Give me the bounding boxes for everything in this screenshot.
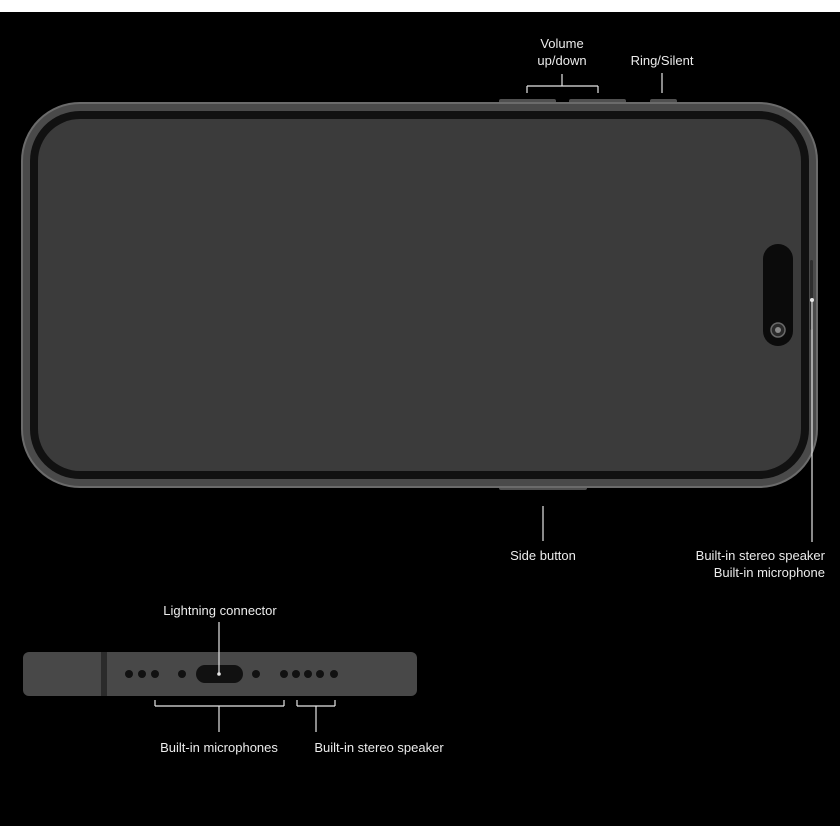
volume-label-line2: up/down	[537, 53, 587, 68]
lightning-connector-label: Lightning connector	[163, 603, 277, 618]
speaker-holes	[280, 670, 338, 678]
side-button-label: Side button	[510, 548, 576, 563]
ring-silent-label: Ring/Silent	[630, 53, 694, 68]
volume-label: Volume up/down	[512, 35, 612, 69]
camera-lens	[775, 327, 781, 333]
antenna-band	[101, 652, 107, 696]
stereo-speaker-label: Built-in stereo speaker	[314, 740, 444, 755]
speaker-callout-dot	[810, 298, 814, 302]
microphones-label: Built-in microphones	[160, 740, 278, 755]
speaker-label-line2: Built-in microphone	[713, 565, 825, 580]
bottom-border	[0, 826, 840, 840]
speaker-label-line1: Built-in stereo speaker	[695, 548, 825, 563]
volume-label-line1: Volume	[540, 36, 584, 51]
top-border	[0, 0, 840, 12]
speaker-microphone-label: Built-in stereo speaker Built-in microph…	[625, 547, 825, 581]
dynamic-island	[763, 244, 793, 346]
microphone-holes	[125, 670, 260, 678]
bottom-leader-lines	[154, 622, 336, 732]
phone-screen	[38, 119, 801, 471]
leader-lines	[526, 73, 813, 542]
